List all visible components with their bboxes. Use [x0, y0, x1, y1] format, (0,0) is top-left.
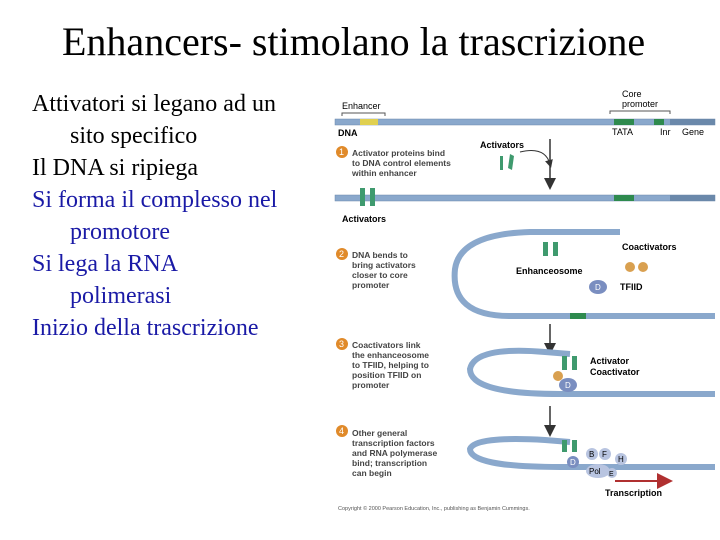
bullet-complex: Si forma il complesso nel promotore — [32, 184, 322, 248]
gene-region — [670, 195, 715, 201]
label-enhanceosome: Enhanceosome — [516, 266, 583, 276]
activator-bound — [562, 440, 577, 452]
step-line: position TFIID on — [352, 370, 421, 380]
tfiid-d: D — [565, 381, 571, 390]
factor-f — [599, 448, 611, 460]
factor-h — [615, 453, 627, 465]
factor-d-label: D — [570, 458, 576, 467]
step-line: Coactivators link — [352, 340, 421, 350]
coactivator-protein — [625, 262, 635, 272]
step-line: to DNA control elements — [352, 158, 451, 168]
factor-h-label: H — [618, 455, 624, 464]
pointer-arrow — [519, 150, 553, 168]
step-line: Activator proteins bind — [352, 148, 445, 158]
gene-region — [670, 119, 715, 125]
bullet-line: sito specifico — [70, 123, 198, 149]
step-line: can begin — [352, 468, 392, 478]
coactivator-protein — [638, 262, 648, 272]
step-line: Other general — [352, 428, 407, 438]
activator-protein — [500, 154, 514, 170]
step-line: to TFIID, helping to — [352, 360, 429, 370]
step-badge — [336, 248, 348, 260]
label-activators-bound: Activators — [342, 214, 386, 224]
coactivator-protein — [553, 371, 563, 381]
bullet-polymerase: Si lega la RNA polimerasi — [32, 248, 322, 312]
step-line: DNA bends to — [352, 250, 408, 260]
step-badge — [336, 338, 348, 350]
bullet-line: Si lega la RNA — [32, 251, 178, 277]
copyright-note: Copyright © 2000 Pearson Education, Inc.… — [338, 505, 530, 512]
bullet-line: Il DNA si ripiega — [32, 155, 198, 181]
label-inr: Inr — [660, 127, 671, 137]
step-line: bind; transcription — [352, 458, 427, 468]
label-tata: TATA — [612, 127, 633, 137]
enhancer-region — [360, 119, 378, 125]
factor-f-label: F — [602, 450, 607, 459]
step-badge — [336, 425, 348, 437]
inr-box — [654, 119, 664, 125]
core-bracket — [609, 110, 671, 114]
bullet-transcription-start: Inizio della trascrizione — [32, 312, 322, 344]
tfiid-protein — [559, 378, 577, 392]
label-transcription: Transcription — [605, 488, 662, 498]
label-coactivator: Coactivator — [590, 367, 640, 377]
factor-d — [567, 456, 579, 468]
label-core: Core — [622, 89, 642, 99]
label-enhancer: Enhancer — [342, 101, 381, 111]
activator-bound — [562, 356, 577, 370]
factor-e — [607, 468, 617, 478]
label-tfiid: TFIID — [620, 282, 643, 292]
dna-loop-step4 — [466, 436, 715, 470]
tfiid-d: D — [595, 283, 601, 292]
slide-title: Enhancers- stimolano la trascrizione — [62, 19, 646, 64]
step-line: the enhanceosome — [352, 350, 429, 360]
dna-loop-step2 — [451, 229, 715, 319]
step-line: promoter — [352, 280, 390, 290]
step-line: promoter — [352, 380, 390, 390]
bullet-line: polimerasi — [70, 283, 172, 309]
enhancer-bracket — [341, 112, 386, 116]
tata-box — [570, 313, 586, 319]
rna-polymerase-label: Pol — [589, 467, 601, 476]
bullet-line: Si forma il complesso nel — [32, 187, 278, 213]
step-line: transcription factors — [352, 438, 435, 448]
label-activator: Activator — [590, 356, 630, 366]
step-number: 3 — [339, 339, 344, 349]
bullet-line: promotore — [70, 219, 170, 245]
label-coactivators: Coactivators — [622, 242, 677, 252]
rna-polymerase — [586, 464, 610, 478]
label-activators-free: Activators — [480, 140, 524, 150]
dna-strand-bound — [334, 194, 716, 202]
bullet-list: Attivatori si legano ad un sito specific… — [32, 88, 322, 344]
step-badge — [336, 146, 348, 158]
label-dna: DNA — [338, 128, 358, 138]
step-number: 2 — [339, 249, 344, 259]
factor-b — [586, 448, 598, 460]
tata-box — [614, 119, 634, 125]
step-number: 1 — [339, 147, 344, 157]
bullet-line: Attivatori si legano ad un — [32, 91, 276, 117]
factor-b-label: B — [589, 450, 594, 459]
activator-bound — [360, 188, 375, 206]
step-line: within enhancer — [351, 168, 417, 178]
step-line: closer to core — [352, 270, 408, 280]
bullet-activators: Attivatori si legano ad un sito specific… — [32, 88, 322, 152]
label-promoter: promoter — [622, 99, 658, 109]
activator-bound — [543, 242, 558, 256]
step-line: and RNA polymerase — [352, 448, 437, 458]
enhancer-diagram: Enhancer Core promoter DNA TATA Inr Gene… — [334, 89, 716, 512]
tata-box — [614, 195, 634, 201]
dna-loop-step3 — [466, 347, 715, 397]
step-number: 4 — [339, 426, 344, 436]
factor-e-label: E — [609, 471, 614, 478]
label-gene: Gene — [682, 127, 704, 137]
bullet-line: Inizio della trascrizione — [32, 315, 259, 341]
tfiid-protein — [589, 280, 607, 294]
bullet-dna-bends: Il DNA si ripiega — [32, 152, 322, 184]
step-line: bring activators — [352, 260, 416, 270]
